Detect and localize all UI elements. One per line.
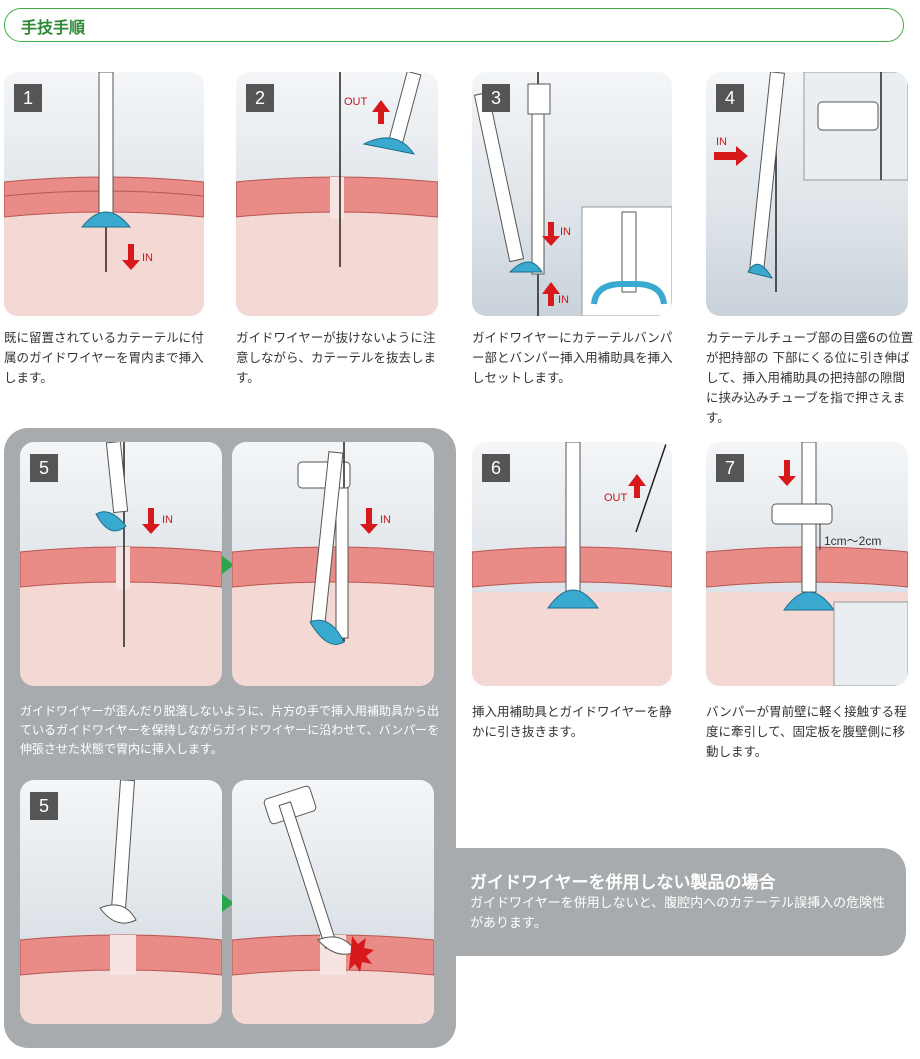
step-number: 5 <box>30 792 58 820</box>
step-1-illustration: 1 IN <box>4 72 204 316</box>
step-number: 1 <box>14 84 42 112</box>
in-arrow-label-lower: IN <box>558 294 569 306</box>
section-title: 手技手順 <box>21 14 85 38</box>
step-5-no-guidewire-illustration-a: 5 <box>20 780 222 1024</box>
step-5b-drawing <box>232 442 434 686</box>
step-number: 3 <box>482 84 510 112</box>
step-number: 5 <box>30 454 58 482</box>
warning-title: ガイドワイヤーを併用しない製品の場合 <box>470 868 776 893</box>
step-number: 4 <box>716 84 744 112</box>
step-6-description: 挿入用補助具とガイドワイヤーを静かに引き抜きます。 <box>472 702 678 742</box>
step-2-description: ガイドワイヤーが抜けないように注意しながら、カテーテルを抜去します。 <box>236 328 442 388</box>
step-5-description: ガイドワイヤーが歪んだり脱落しないように、片方の手で挿入用補助具から出ているガイ… <box>20 702 440 759</box>
step-3-description: ガイドワイヤーにカテーテルバンパー部とバンパー挿入用補助具を挿入しセットします。 <box>472 328 678 388</box>
step-5d-drawing <box>232 780 434 1024</box>
step-5-no-guidewire-illustration-b <box>232 780 434 1024</box>
step-2-illustration: 2 OUT <box>236 72 438 316</box>
in-arrow-label: IN <box>162 514 173 526</box>
step-3-illustration: 3 IN IN <box>472 72 672 316</box>
step-number: 7 <box>716 454 744 482</box>
step-1-description: 既に留置されているカテーテルに付属のガイドワイヤーを胃内まで挿入します。 <box>4 328 214 388</box>
out-arrow-label: OUT <box>344 96 367 108</box>
step-7-description: バンパーが胃前壁に軽く接触する程度に牽引して、固定板を腹壁側に移動します。 <box>706 702 914 762</box>
step-6-illustration: 6 OUT <box>472 442 672 686</box>
in-arrow-label: IN <box>716 136 727 148</box>
out-arrow-label: OUT <box>604 492 627 504</box>
distance-label: 1cm〜2cm <box>824 532 881 549</box>
step-number: 6 <box>482 454 510 482</box>
step-7-illustration: 7 1cm〜2cm <box>706 442 908 686</box>
in-arrow-label: IN <box>380 514 391 526</box>
step-5-illustration-b: IN <box>232 442 434 686</box>
in-arrow-label: IN <box>142 252 153 264</box>
step-4-illustration: 4 IN <box>706 72 908 316</box>
section-header: 手技手順 <box>4 8 904 42</box>
step-4-description: カテーテルチューブ部の目盛6の位置が把持部の 下部にくる位に引き伸ばして、挿入用… <box>706 328 914 428</box>
warning-text: ガイドワイヤーを併用しないと、腹腔内へのカテーテル誤挿入の危険性があります。 <box>470 894 890 934</box>
step-5-illustration-a: 5 IN <box>20 442 222 686</box>
step-number: 2 <box>246 84 274 112</box>
in-arrow-label: IN <box>560 226 571 238</box>
